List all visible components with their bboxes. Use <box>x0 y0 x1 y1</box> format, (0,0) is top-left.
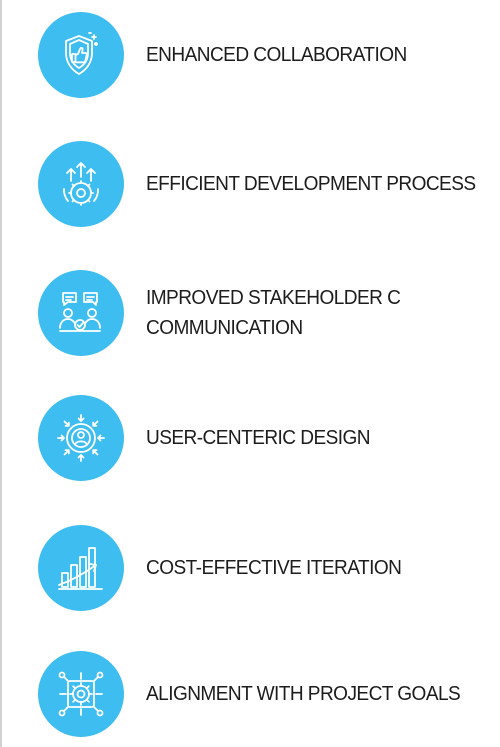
gear-growth-arrows-icon <box>38 141 124 227</box>
shield-thumbs-up-icon <box>38 12 124 98</box>
benefit-label: ALIGNMENT WITH PROJECT GOALS <box>146 682 461 705</box>
benefit-label: USER-CENTERIC DESIGN <box>146 426 371 449</box>
left-divider <box>0 0 2 747</box>
benefit-label: COST-EFFECTIVE ITERATION <box>146 556 402 579</box>
benefit-label: ENHANCED COLLABORATION <box>146 43 407 66</box>
benefit-item-alignment-with-project-goals: ALIGNMENT WITH PROJECT GOALS <box>0 649 500 739</box>
benefit-item-efficient-development-process: EFFICIENT DEVELOPMENT PROCESS <box>0 139 500 229</box>
benefit-item-user-centeric-design: USER-CENTERIC DESIGN <box>0 393 500 483</box>
benefit-item-enhanced-collaboration: ENHANCED COLLABORATION <box>0 10 500 100</box>
benefit-item-improved-stakeholder-communication: IMPROVED STAKEHOLDER C COMMUNICATION <box>0 268 500 358</box>
benefit-label: IMPROVED STAKEHOLDER C COMMUNICATION <box>146 286 401 339</box>
bar-chart-growth-icon <box>38 525 124 611</box>
stakeholder-chat-icon <box>38 270 124 356</box>
benefit-item-cost-effective-iteration: COST-EFFECTIVE ITERATION <box>0 523 500 613</box>
benefit-label: EFFICIENT DEVELOPMENT PROCESS <box>146 172 476 195</box>
gear-network-icon <box>38 651 124 737</box>
user-centric-target-icon <box>38 395 124 481</box>
